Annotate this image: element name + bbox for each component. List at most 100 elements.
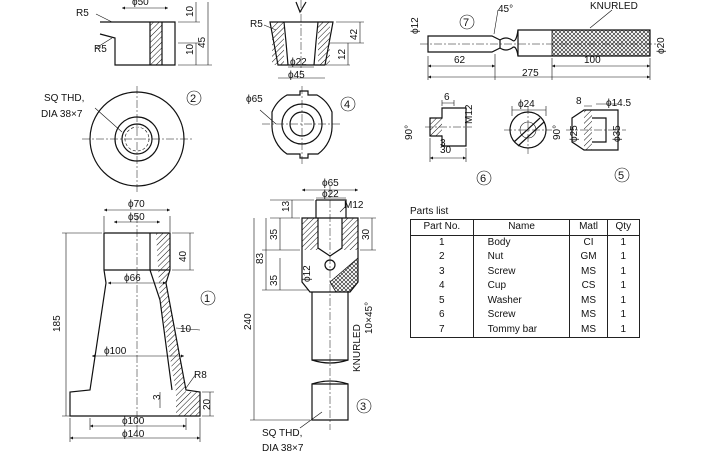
dim-label: R5 xyxy=(94,44,107,55)
part5-washer-view: 8 ϕ14.5 90° ϕ25 ϕ35 5 xyxy=(552,96,632,183)
column-header: Part No. xyxy=(410,219,474,236)
table-cell: 1 xyxy=(606,279,641,294)
dim-label: 35 xyxy=(269,274,280,286)
dim-label: 62 xyxy=(454,55,466,66)
table-cell: 5 xyxy=(410,293,474,308)
table-cell: MS xyxy=(569,293,608,308)
table-cell: MS xyxy=(569,264,608,279)
dim-label: 100 xyxy=(584,55,601,66)
part-tag: 3 xyxy=(360,401,366,413)
note-text: DIA 38×7 xyxy=(41,109,83,120)
dim-label: ϕ20 xyxy=(656,37,667,54)
dim-label: ϕ22 xyxy=(322,189,339,200)
dim-label: 20 xyxy=(202,398,213,410)
dim-label: 3 xyxy=(152,394,163,400)
dim-label: ϕ45 xyxy=(288,70,305,81)
dim-label: 275 xyxy=(522,68,539,79)
table-cell: 1 xyxy=(606,235,641,250)
table-cell: Body xyxy=(472,235,571,250)
part-tag: 1 xyxy=(204,293,210,305)
dim-label: 3 xyxy=(440,138,446,149)
part-tag: 5 xyxy=(618,170,624,182)
dim-label: 30 xyxy=(440,145,452,156)
table-row: 2 Nut GM 1 xyxy=(410,250,641,265)
dim-label: 10 xyxy=(185,43,196,55)
dim-label: ϕ25 xyxy=(569,125,580,142)
part-tag: 4 xyxy=(344,99,350,111)
table-cell: Screw xyxy=(472,264,571,279)
part7-tommy-bar-view: 7 45° KNURLED ϕ12 ϕ20 62 275 100 xyxy=(410,1,667,80)
dim-label: 12 xyxy=(337,48,348,60)
dim-label: ϕ65 xyxy=(246,94,263,105)
dim-label: 83 xyxy=(255,252,266,264)
note-text: SQ THD, xyxy=(262,428,302,439)
dim-label: 10×45° xyxy=(364,302,375,334)
dim-label: ϕ100 xyxy=(122,416,145,427)
part2-nut-view: SQ THD, DIA 38×7 2 xyxy=(41,86,202,192)
part-tag: 7 xyxy=(463,17,469,29)
table-cell: 2 xyxy=(410,250,474,265)
dim-label: ϕ14.5 xyxy=(606,98,632,109)
column-header: Matl xyxy=(569,219,608,236)
table-cell: Cup xyxy=(472,279,571,294)
column-header: Qty xyxy=(606,219,641,236)
note-text: DIA 38×7 xyxy=(262,443,304,454)
dim-label: R5 xyxy=(76,8,89,19)
part6-screw-view: 6 M12 30 3 90° ϕ24 6 xyxy=(404,92,552,186)
dim-label: 10 xyxy=(180,324,192,335)
dim-label: ϕ35 xyxy=(612,125,623,142)
dim-label: ϕ100 xyxy=(104,346,127,357)
table-cell: Screw xyxy=(472,308,571,323)
dim-label: ϕ50 xyxy=(132,0,149,8)
part-tag: 6 xyxy=(480,173,486,185)
table-cell: MS xyxy=(569,322,608,338)
table-row: 6 Screw MS 1 xyxy=(410,308,641,323)
dim-label: R5 xyxy=(250,19,263,30)
part3-screw-view: ϕ65 ϕ22 M12 13 35 83 35 240 30 ϕ12 10×45… xyxy=(243,178,376,454)
dim-label: R8 xyxy=(194,370,207,381)
table-cell: CS xyxy=(569,279,608,294)
dim-label: 13 xyxy=(281,200,292,212)
dim-label: 90° xyxy=(552,125,563,140)
column-header: Name xyxy=(472,219,571,236)
dim-label: 185 xyxy=(52,315,63,332)
table-cell: 1 xyxy=(410,235,474,250)
table-cell: 4 xyxy=(410,279,474,294)
table-cell: Washer xyxy=(472,293,571,308)
dim-label: 35 xyxy=(269,228,280,240)
dim-label: 8 xyxy=(576,96,582,107)
table-header-row: Part No. Name Matl Qty xyxy=(410,219,641,236)
dim-label: 90° xyxy=(404,125,415,140)
dim-label: ϕ24 xyxy=(518,99,535,110)
table-cell: 3 xyxy=(410,264,474,279)
dim-label: ϕ12 xyxy=(302,265,313,282)
parts-table: Part No. Name Matl Qty 1 Body CI 1 2 Nut… xyxy=(410,219,641,338)
part-tag: 2 xyxy=(190,93,196,105)
table-cell: GM xyxy=(569,250,608,265)
table-cell: 1 xyxy=(606,322,641,338)
dim-label: ϕ22 xyxy=(290,57,307,68)
dim-label: 6 xyxy=(444,92,450,103)
dim-label: M12 xyxy=(464,104,475,124)
part4-front-view: R5 42 12 ϕ22 ϕ45 xyxy=(250,0,364,81)
dim-label: 10 xyxy=(185,5,196,17)
dim-label: ϕ140 xyxy=(122,429,145,440)
table-row: 5 Washer MS 1 xyxy=(410,293,641,308)
table-row: 3 Screw MS 1 xyxy=(410,264,641,279)
dim-label: 45 xyxy=(197,36,208,48)
table-cell: 1 xyxy=(606,264,641,279)
dim-label: M12 xyxy=(344,200,364,211)
parts-list: Parts list Part No. Name Matl Qty 1 Body… xyxy=(410,206,641,338)
part1-top-view: R5 ϕ50 10 10 45 R5 xyxy=(76,0,212,66)
dim-label: 30 xyxy=(361,228,372,240)
table-cell: 7 xyxy=(410,322,474,338)
table-cell: 1 xyxy=(606,308,641,323)
table-row: 4 Cup CS 1 xyxy=(410,279,641,294)
dim-label: ϕ50 xyxy=(128,212,145,223)
parts-list-caption: Parts list xyxy=(410,206,449,217)
part1-body-view: ϕ70 ϕ50 40 ϕ66 185 10 ϕ100 R8 3 20 ϕ100 … xyxy=(52,199,216,442)
dim-label: ϕ12 xyxy=(410,17,421,34)
table-cell: CI xyxy=(569,235,608,250)
table-cell: 1 xyxy=(606,293,641,308)
